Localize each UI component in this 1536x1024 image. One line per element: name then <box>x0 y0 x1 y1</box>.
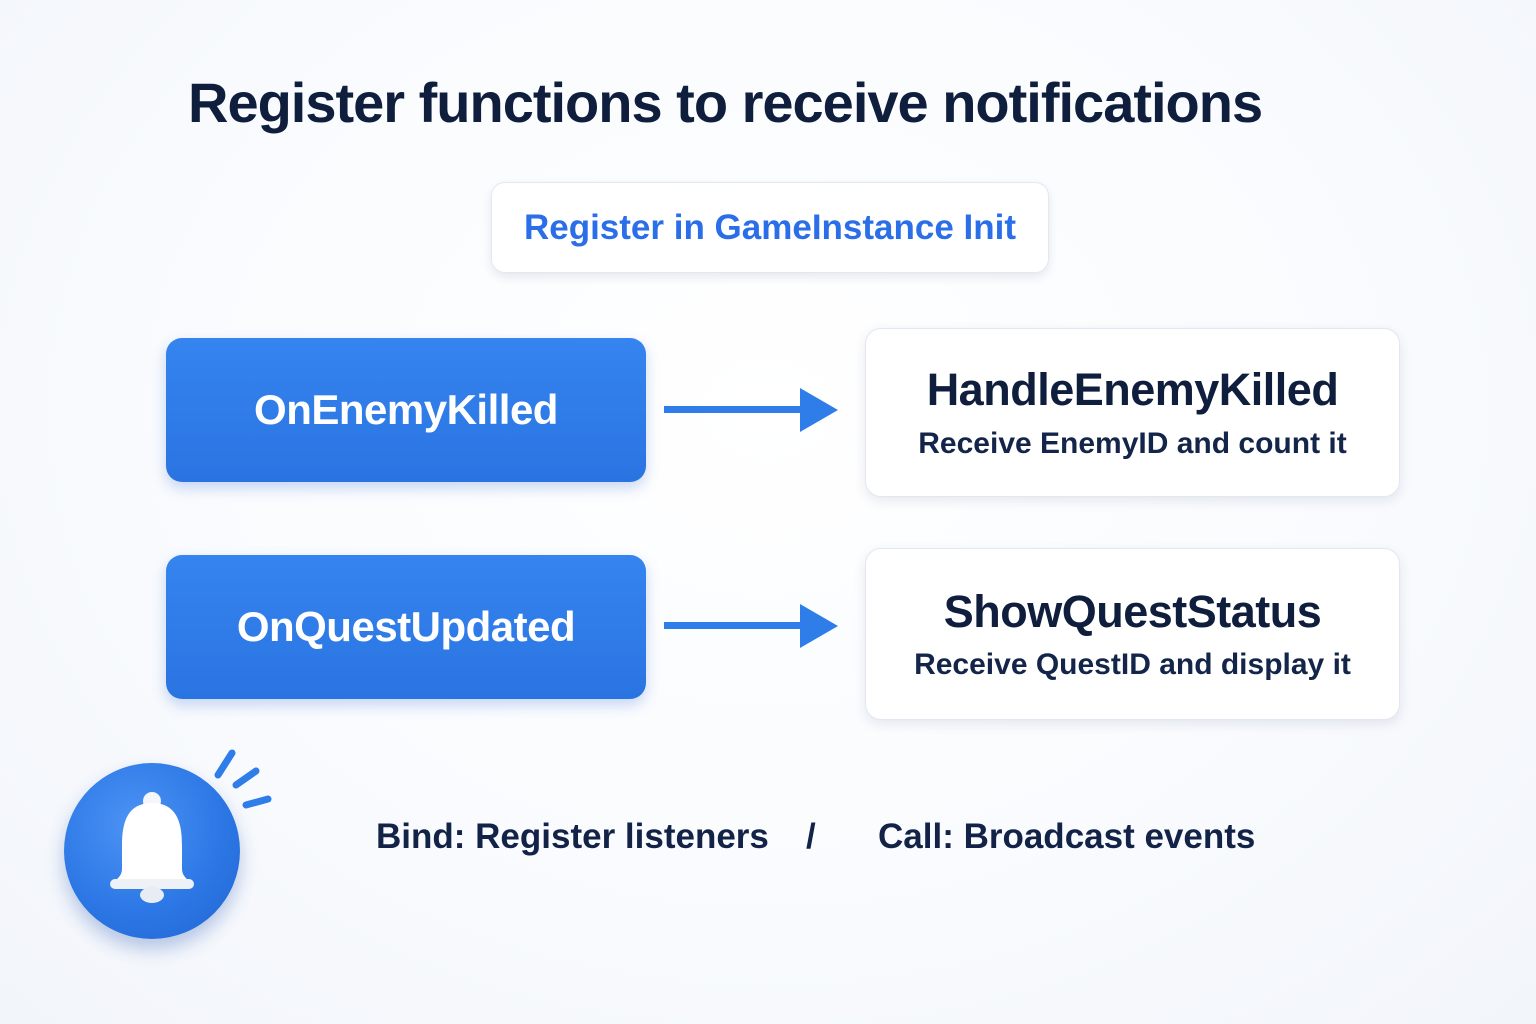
footer-separator: / <box>806 817 816 856</box>
arrow-right-icon <box>664 604 838 648</box>
handler-box-enemy-killed: HandleEnemyKilled Receive EnemyID and co… <box>865 328 1400 497</box>
event-label: OnEnemyKilled <box>254 386 558 433</box>
event-box-quest-updated: OnQuestUpdated <box>166 555 646 699</box>
event-box-enemy-killed: OnEnemyKilled <box>166 338 646 482</box>
handler-box-quest-updated: ShowQuestStatus Receive QuestID and disp… <box>865 548 1400 720</box>
event-label: OnQuestUpdated <box>236 603 576 650</box>
handler-name: HandleEnemyKilled <box>926 364 1339 416</box>
bell-glyph <box>110 749 272 903</box>
footer-call-text: Call: Broadcast events <box>878 817 1256 856</box>
page-title: Register functions to receive notificati… <box>188 71 1263 134</box>
handler-description: Receive EnemyID and count it <box>918 426 1347 460</box>
init-label: Register in GameInstance Init <box>523 207 1017 247</box>
handler-description: Receive QuestID and display it <box>914 648 1351 682</box>
arrow-right-icon <box>664 388 838 432</box>
footer-bind-text: Bind: Register listeners <box>376 817 769 856</box>
handler-name: ShowQuestStatus <box>943 585 1322 637</box>
init-label-box: Register in GameInstance Init <box>491 182 1049 273</box>
bell-icon <box>60 745 280 955</box>
